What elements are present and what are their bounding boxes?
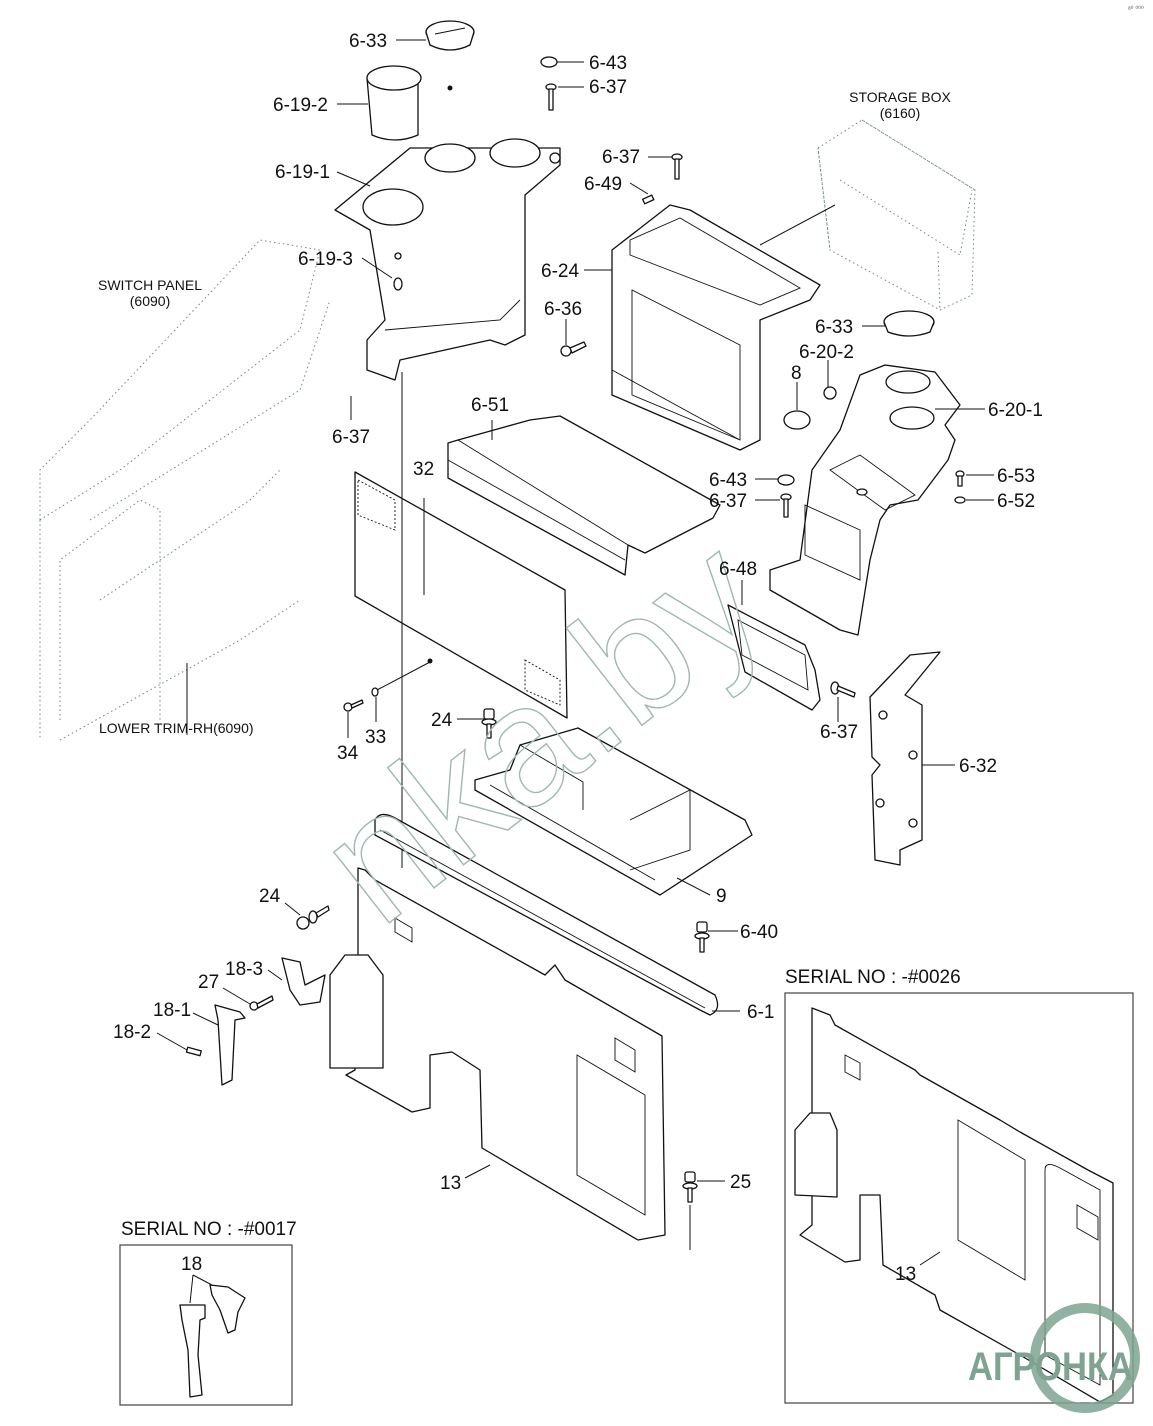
part-cup-holder	[366, 65, 422, 141]
inset-callout-13: 13	[895, 1264, 916, 1285]
part-bolt-24-b	[296, 905, 330, 930]
detail-dot	[427, 658, 433, 664]
callout-6-32: 6-32	[959, 756, 997, 777]
callout-18-1: 18-1	[153, 1000, 191, 1021]
detail-dot	[447, 85, 453, 91]
switch-panel-label: SWITCH PANEL	[98, 277, 202, 293]
part-latch-18-3	[281, 957, 326, 1006]
part-screw-d	[780, 493, 792, 518]
callout-34: 34	[337, 743, 359, 764]
callout-6-49: 6-49	[584, 174, 622, 195]
part-pocket	[727, 604, 821, 711]
callout-6-51: 6-51	[471, 395, 509, 416]
callout-6-37: 6-37	[709, 491, 747, 512]
part-cap-top	[425, 20, 475, 51]
callout-13: 13	[440, 1173, 461, 1194]
callout-32: 32	[413, 459, 434, 480]
part-grommet	[823, 386, 837, 400]
part-console-right	[769, 364, 961, 636]
callout-24: 24	[431, 710, 453, 731]
inset-callout-18: 18	[181, 1254, 202, 1275]
part-hose-clamp	[783, 410, 811, 430]
callout-6-20-2: 6-20-2	[799, 342, 854, 363]
lower-trim-label: LOWER TRIM-RH(6090)	[99, 720, 254, 736]
part-bracket	[474, 727, 753, 896]
inset-title: SERIAL NO : -#0017	[121, 1219, 297, 1240]
callout-18-2: 18-2	[113, 1022, 151, 1043]
storage-box-code: (6160)	[880, 105, 920, 121]
part-plug-top	[540, 56, 558, 68]
callout-6-37: 6-37	[589, 77, 627, 98]
callout-6-53: 6-53	[997, 466, 1035, 487]
corner-mark: ᵃ⁰ ⁰⁰⁰	[1128, 5, 1144, 13]
callout-6-52: 6-52	[997, 491, 1035, 512]
callout-18-3: 18-3	[225, 959, 263, 980]
part-tray	[447, 415, 721, 576]
part-label-18-2	[185, 1046, 202, 1057]
part-console-upper-left	[334, 138, 561, 381]
part-clip	[641, 194, 655, 205]
switch-panel-ghost	[39, 239, 331, 741]
inset-serial-0017: SERIAL NO : -#0017 18	[119, 1219, 297, 1406]
part-screw-a	[545, 83, 557, 111]
callout-6-36: 6-36	[544, 299, 582, 320]
part-washer-33	[371, 687, 379, 697]
callout-6-43: 6-43	[709, 470, 747, 491]
callout-33: 33	[365, 727, 386, 748]
part-rail	[374, 813, 719, 1016]
callout-6-37: 6-37	[820, 722, 858, 743]
callout-6-24: 6-24	[541, 261, 579, 282]
part-cap-right	[883, 310, 935, 337]
callout-6-20-1: 6-20-1	[988, 400, 1043, 421]
callout-6-43: 6-43	[589, 53, 627, 74]
switch-panel-code: (6090)	[130, 293, 170, 309]
callout-6-19-3: 6-19-3	[298, 249, 353, 270]
part-grille-panel	[354, 471, 568, 719]
part-bolt-6-40	[694, 921, 710, 953]
callout-27: 27	[198, 972, 219, 993]
inset-title: SERIAL NO : -#0026	[785, 967, 961, 988]
callout-6-19-1: 6-19-1	[275, 162, 330, 183]
part-mounting-plate	[329, 867, 666, 1241]
part-bolt-25	[682, 1171, 698, 1203]
callout-8: 8	[791, 363, 802, 384]
callout-6-33: 6-33	[815, 317, 853, 338]
leader-lines	[156, 39, 994, 1250]
part-bolt-24-a	[481, 708, 497, 739]
inset-serial-0026: SERIAL NO : -#0026 13	[784, 967, 1134, 1404]
part-screw-34	[343, 699, 364, 712]
part-lever-18-1	[214, 1004, 246, 1086]
callout-24: 24	[259, 886, 281, 907]
part-screw-e	[830, 681, 856, 698]
part-screw-c	[560, 341, 587, 357]
callout-6-37: 6-37	[332, 427, 370, 448]
part-washer-6-52	[954, 496, 966, 504]
callout-6-40: 6-40	[740, 922, 778, 943]
callout-labels: 6-33 6-43 6-37 6-19-2 6-19-1 6-37 6-49 6…	[113, 31, 1043, 1194]
part-screw-b	[671, 153, 683, 180]
part-plug-mid	[777, 474, 795, 486]
part-screw-27	[249, 995, 274, 1011]
callout-6-1: 6-1	[747, 1002, 774, 1023]
callout-6-37: 6-37	[602, 147, 640, 168]
part-side-bracket	[869, 651, 941, 866]
part-bolt-6-53	[955, 470, 965, 487]
callout-6-19-2: 6-19-2	[273, 95, 328, 116]
storage-box-label: STORAGE BOX	[849, 89, 951, 105]
callout-9: 9	[716, 886, 727, 907]
callout-6-48: 6-48	[719, 559, 757, 580]
part-panel-center	[611, 204, 821, 451]
brand-watermark: АГРОНКА	[968, 1303, 1140, 1413]
storage-box-ghost	[817, 119, 976, 311]
callout-6-33: 6-33	[349, 31, 387, 52]
callout-25: 25	[730, 1172, 751, 1193]
assembly-line	[376, 661, 431, 691]
brand-logo-text: АГРОНКА	[968, 1345, 1133, 1389]
